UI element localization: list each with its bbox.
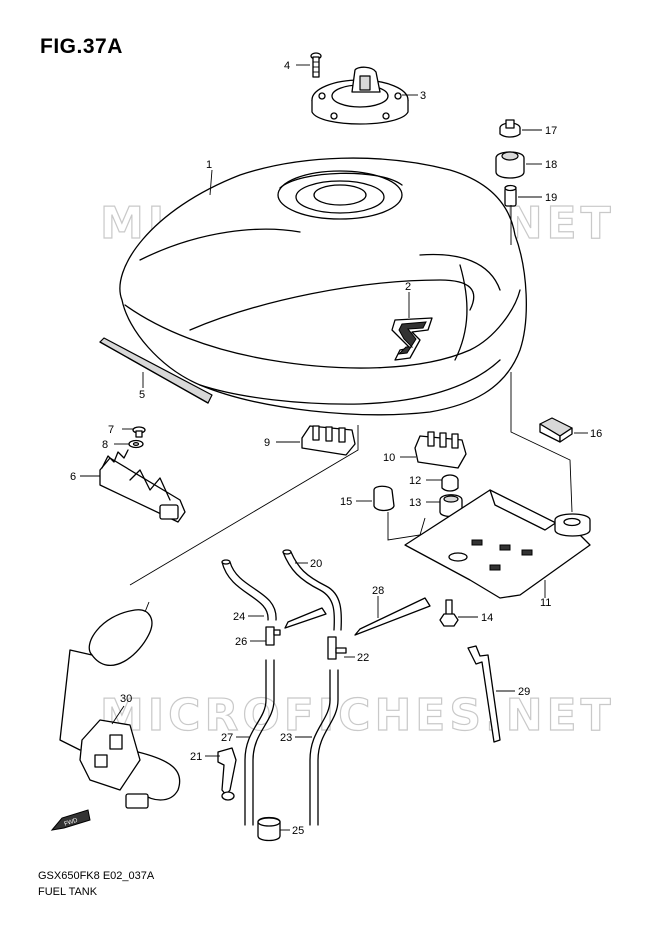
callout-6: 6 xyxy=(70,471,76,483)
callout-18: 18 xyxy=(545,159,557,171)
vent-hose-upper[interactable] xyxy=(282,549,342,631)
fuel-tank[interactable] xyxy=(119,157,527,416)
tank-rear-bracket[interactable] xyxy=(404,489,591,599)
diagram-name: FUEL TANK xyxy=(38,886,98,898)
callout-29: 29 xyxy=(518,686,530,698)
callout-30: 30 xyxy=(120,693,132,705)
callout-16: 16 xyxy=(590,428,602,440)
drain-hose-long[interactable] xyxy=(244,659,275,826)
watermark-bottom: MICROFICHES.NET xyxy=(100,690,615,741)
cable-tie[interactable] xyxy=(467,645,501,743)
callout-13: 13 xyxy=(409,497,421,509)
callout-7: 7 xyxy=(108,424,114,436)
grommet-upper[interactable] xyxy=(441,474,459,492)
callout-19: 19 xyxy=(545,192,557,204)
cap-screw[interactable] xyxy=(310,52,322,78)
callout-1: 1 xyxy=(206,159,212,171)
tank-emblem[interactable] xyxy=(391,317,433,361)
mount-collar[interactable] xyxy=(504,184,517,207)
rear-cushion-block[interactable] xyxy=(414,431,467,469)
hose-joint-left[interactable] xyxy=(265,626,281,646)
drain-hose-upper[interactable] xyxy=(221,559,277,621)
callout-14: 14 xyxy=(481,612,493,624)
bracket-washer[interactable] xyxy=(128,439,144,449)
callout-8: 8 xyxy=(102,439,108,451)
callout-5: 5 xyxy=(139,389,145,401)
callout-9: 9 xyxy=(264,437,270,449)
leader-lines xyxy=(80,64,588,831)
front-cushion-block[interactable] xyxy=(301,425,356,456)
figure-title: FIG.37A xyxy=(40,35,123,58)
mount-bolt[interactable] xyxy=(499,119,521,138)
vent-hose-long[interactable] xyxy=(309,669,339,826)
fuel-cap[interactable] xyxy=(311,66,409,125)
rubber-pad[interactable] xyxy=(539,417,573,443)
callout-11: 11 xyxy=(540,597,551,609)
callout-2: 2 xyxy=(405,281,411,293)
callout-28: 28 xyxy=(372,585,384,597)
small-cushion[interactable] xyxy=(373,485,395,512)
callout-17: 17 xyxy=(545,125,557,137)
callout-26: 26 xyxy=(235,636,247,648)
callout-12: 12 xyxy=(409,475,421,487)
callout-27: 27 xyxy=(221,732,233,744)
callout-10: 10 xyxy=(383,452,395,464)
callout-21: 21 xyxy=(190,751,202,763)
callout-labels: 1 2 3 4 5 6 7 8 9 10 11 12 13 14 15 16 1… xyxy=(70,60,602,837)
callout-4: 4 xyxy=(284,60,290,72)
bracket-screw[interactable] xyxy=(132,426,146,438)
hose-joint-right[interactable] xyxy=(327,636,347,660)
callout-22: 22 xyxy=(357,652,369,664)
hose-collar[interactable] xyxy=(257,816,281,842)
model-code: GSX650FK8 E02_037A xyxy=(38,870,155,882)
front-arrow-icon: FWD xyxy=(50,809,91,831)
fwd-label: FWD xyxy=(64,818,79,828)
callout-24: 24 xyxy=(233,611,245,623)
bracket-bolt[interactable] xyxy=(439,599,459,627)
rear-bracket-cushion[interactable] xyxy=(99,449,186,523)
callout-23: 23 xyxy=(280,732,292,744)
callout-20: 20 xyxy=(310,558,322,570)
connecting-pipe[interactable] xyxy=(284,597,431,636)
fuel-pump-assembly[interactable] xyxy=(59,601,181,809)
callout-15: 15 xyxy=(340,496,352,508)
hose-clamp[interactable] xyxy=(217,747,237,801)
callout-3: 3 xyxy=(420,90,426,102)
tank-cushion-strip[interactable] xyxy=(99,337,213,404)
callout-25: 25 xyxy=(292,825,304,837)
mount-cushion[interactable] xyxy=(495,151,525,179)
